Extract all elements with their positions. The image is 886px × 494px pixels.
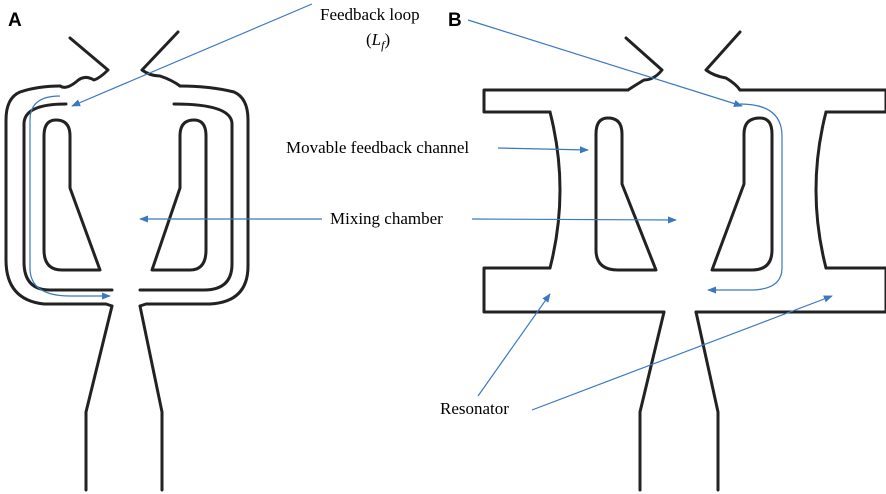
panel-a-splitter-left xyxy=(42,118,102,272)
panel-a-inner-wall-left xyxy=(22,102,114,292)
panel-a-splitter-right xyxy=(150,118,208,272)
mixing-chamber-label: Mixing chamber xyxy=(330,209,443,228)
panel-b-splitter-left xyxy=(594,116,658,272)
feedback-loop-label: Feedback loop xyxy=(320,5,420,24)
panel-b-outlet-right-wall xyxy=(694,310,720,492)
movable-feedback-channel-label: Movable feedback channel xyxy=(286,138,469,157)
panel-b-resonator-bottom-left xyxy=(482,266,666,314)
panel-a-inlet-left-wall xyxy=(58,36,110,89)
panel-a-housing-left xyxy=(4,84,114,308)
panel-b-resonator-top-left xyxy=(482,88,630,114)
panel-b-side-wall-left xyxy=(548,110,562,270)
movable-feedback-channel-arrow xyxy=(497,146,589,154)
feedback-loop-symbol-base: L xyxy=(371,30,381,49)
resonator-arrow-right xyxy=(531,295,833,411)
feedback-loop-symbol-sub: f xyxy=(381,38,386,52)
panel-b-inlet-right-wall xyxy=(704,30,742,92)
panel-b-inlet-left-wall xyxy=(624,36,664,92)
annotation-arrows xyxy=(71,3,833,411)
panel-a-oscillator xyxy=(4,30,250,492)
panel-a-inner-wall-right xyxy=(138,102,234,292)
mixing-chamber-arrow-b xyxy=(471,216,677,224)
resonator-label: Resonator xyxy=(440,399,509,418)
panel-b-side-wall-right xyxy=(814,110,828,270)
feedback-loop-arrow-a xyxy=(71,3,313,107)
panel-a-inlet-right-wall xyxy=(140,30,182,88)
panel-b-oscillator xyxy=(482,30,886,492)
feedback-loop-symbol: (Lf) xyxy=(366,30,390,52)
panel-b-label: B xyxy=(448,10,462,31)
panel-b-resonator-top-right xyxy=(738,88,886,114)
panel-a-housing-right xyxy=(138,84,250,308)
feedback-loop-arrow-b xyxy=(467,19,743,108)
panel-b-outlet-left-wall xyxy=(638,310,666,492)
panel-a-feedback-flow-line xyxy=(29,95,111,300)
panel-a-label: A xyxy=(8,10,22,31)
panel-a-outlet-right-wall xyxy=(138,304,164,492)
resonator-arrow-left xyxy=(477,293,551,397)
panel-a-outlet-left-wall xyxy=(84,304,114,492)
panel-b-splitter-right xyxy=(710,116,774,272)
panel-b-feedback-flow-line xyxy=(707,103,783,294)
